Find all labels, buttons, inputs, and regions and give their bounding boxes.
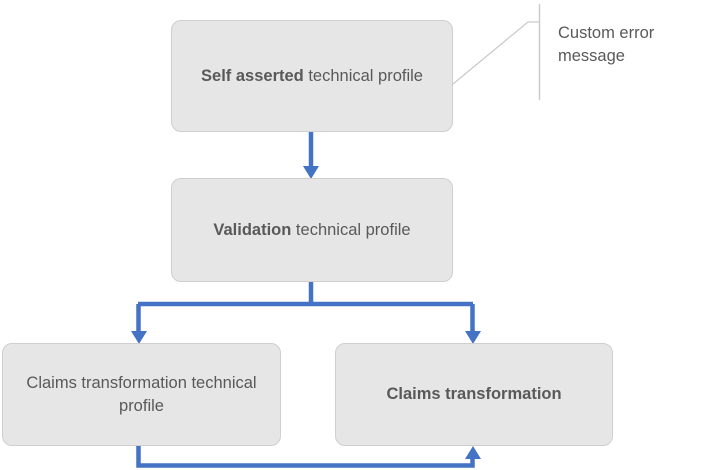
node-self-asserted-bold-text: Self asserted bbox=[201, 66, 304, 85]
node-validation-technical-profile[interactable]: Validation technical profile bbox=[171, 178, 453, 282]
node-validation-label: Validation technical profile bbox=[186, 219, 438, 242]
arrow-self-asserted-to-validation bbox=[303, 132, 319, 179]
node-self-asserted-technical-profile[interactable]: Self asserted technical profile bbox=[171, 20, 453, 132]
node-claims-transformation-tp-regular-text: Claims transformation technical profile bbox=[26, 373, 257, 415]
node-validation-regular-text: technical profile bbox=[291, 220, 411, 239]
node-validation-bold-text: Validation bbox=[213, 220, 292, 239]
callout-custom-error-message: Custom error message bbox=[558, 24, 655, 66]
node-claims-transformation-label: Claims transformation bbox=[350, 383, 598, 406]
node-claims-transformation[interactable]: Claims transformation bbox=[335, 343, 613, 446]
arrow-claims-tp-loop-to-claims-transformation bbox=[136, 446, 481, 468]
node-claims-transformation-bold-text: Claims transformation bbox=[386, 385, 562, 404]
callout-leader-line bbox=[452, 4, 541, 100]
node-claims-transformation-technical-profile[interactable]: Claims transformation technical profile bbox=[2, 343, 281, 446]
node-self-asserted-label: Self asserted technical profile bbox=[186, 65, 438, 88]
node-claims-transformation-tp-label: Claims transformation technical profile bbox=[17, 372, 266, 418]
arrow-validation-split bbox=[131, 282, 481, 344]
node-self-asserted-regular-text: technical profile bbox=[303, 66, 423, 85]
